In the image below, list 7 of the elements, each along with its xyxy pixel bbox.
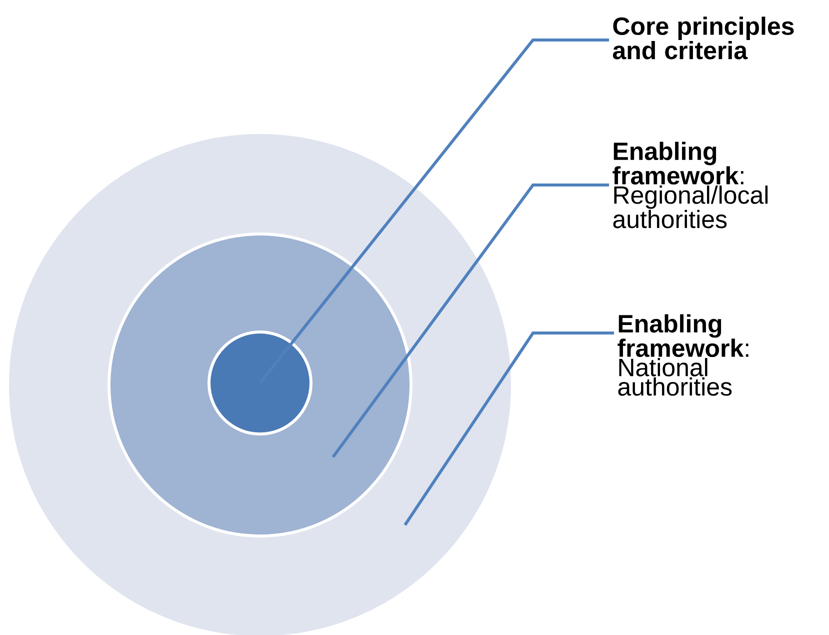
label-text: Core principles and criteria bbox=[612, 16, 794, 60]
target-circle bbox=[208, 330, 312, 436]
leader-line bbox=[332, 184, 609, 458]
label-text: Enabling framework: Regional/local authorities bbox=[612, 142, 768, 228]
leader-line bbox=[258, 38, 609, 384]
label-text: Enabling framework: National authorities bbox=[618, 314, 748, 396]
leader-line bbox=[404, 332, 614, 526]
